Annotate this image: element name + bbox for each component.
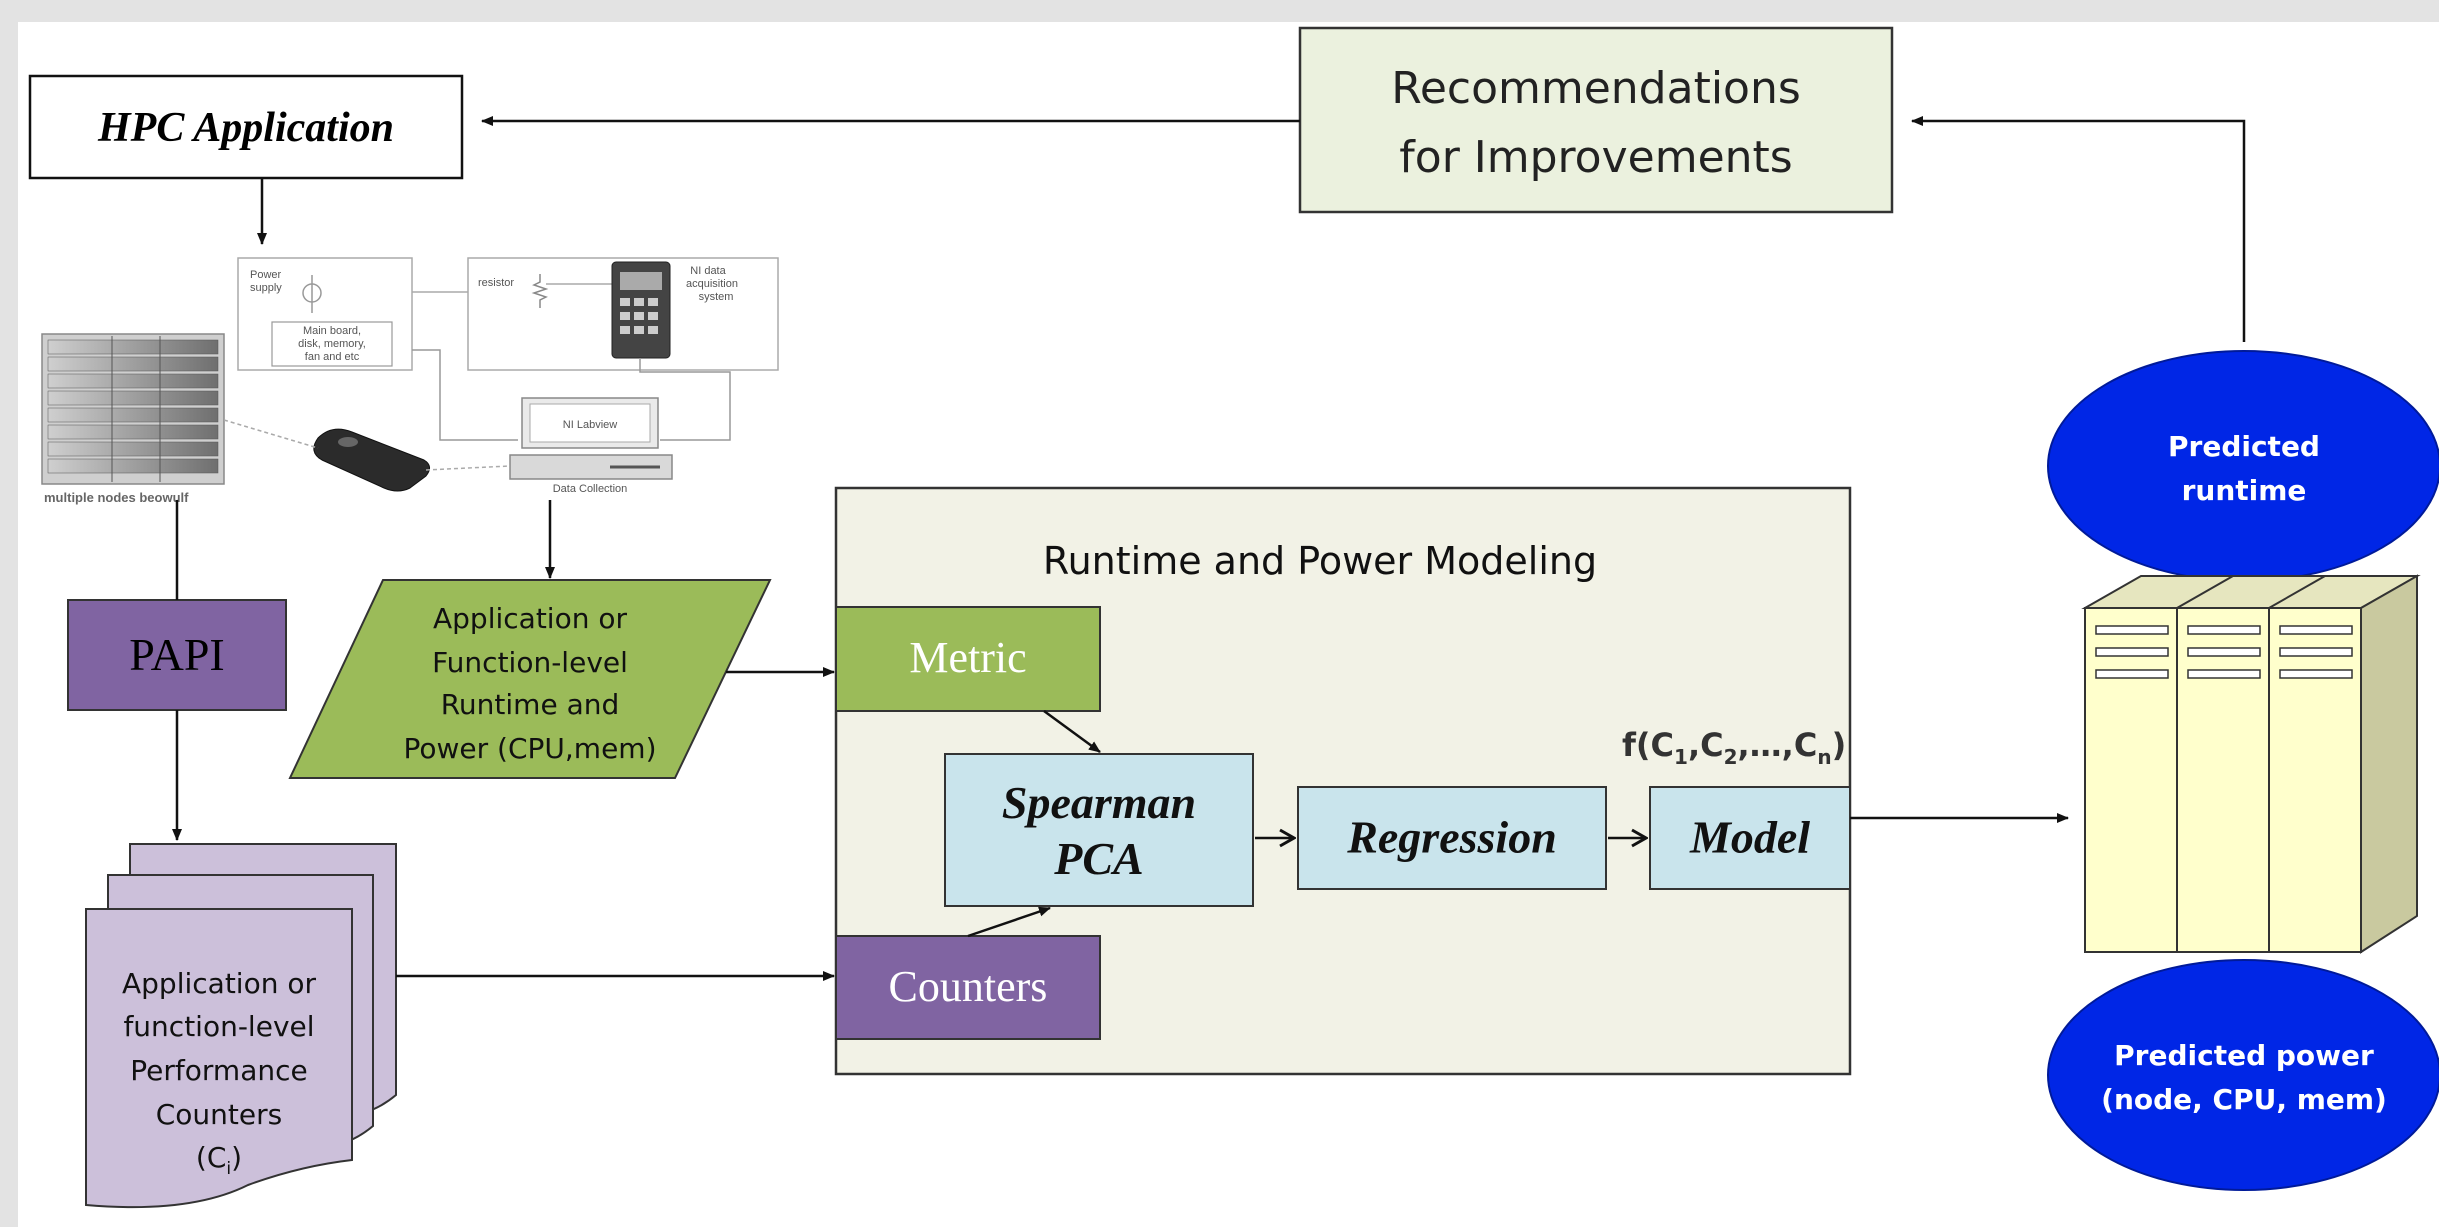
hpc-application-box: HPC Application bbox=[28, 74, 464, 180]
runtime-power-line-3: Runtime and bbox=[441, 688, 620, 721]
ni-daq-line-2: acquisition bbox=[686, 278, 738, 290]
regression-label: Regression bbox=[1346, 812, 1557, 863]
ni-labview-label: NI Labview bbox=[563, 419, 617, 431]
main-board-box bbox=[271, 321, 393, 367]
ni-daq-line-1: NI data bbox=[690, 265, 726, 277]
power-supply-line-1: Power bbox=[250, 269, 282, 281]
perf-counters-line-2: function-level bbox=[123, 1010, 314, 1043]
perf-counters-symbol: (Ci) bbox=[196, 1141, 242, 1179]
recommendations-line-2: for Improvements bbox=[1399, 132, 1792, 183]
papi-box: PAPI bbox=[67, 599, 287, 711]
predicted-power-ellipse: Predicted power (node, CPU, mem) bbox=[2047, 959, 2439, 1191]
arrow-metric-to-spearman bbox=[1043, 709, 1101, 754]
performance-counters-docs: Application or function-level Performanc… bbox=[85, 843, 397, 1209]
model-label: Model bbox=[1689, 812, 1810, 863]
counters-box: Counters bbox=[835, 935, 1101, 1040]
regression-box: Regression bbox=[1297, 786, 1607, 890]
recommendations-box: Recommendations for Improvements bbox=[1298, 26, 1894, 214]
runtime-power-data: Application or Function-level Runtime an… bbox=[288, 579, 772, 779]
connectors bbox=[172, 116, 2246, 981]
power-measurement-setup: Power supply Main board, disk, memory, f… bbox=[41, 257, 779, 505]
model-function-label: f(C1,C2,…,Cn) bbox=[1622, 726, 1846, 769]
ni-daq-line-3: system bbox=[699, 291, 734, 303]
hpc-application-label: HPC Application bbox=[97, 105, 394, 151]
perf-counters-line-4: Counters bbox=[156, 1098, 282, 1131]
spearman-label: Spearman bbox=[1002, 777, 1196, 828]
power-supply-line-2: supply bbox=[250, 282, 282, 294]
counters-label: Counters bbox=[889, 962, 1048, 1011]
predicted-runtime-ellipse: Predicted runtime bbox=[2047, 350, 2439, 582]
model-box: Model bbox=[1649, 786, 1851, 890]
main-board-line-3: fan and etc bbox=[305, 351, 360, 363]
pca-label: PCA bbox=[1053, 833, 1143, 884]
runtime-power-line-2: Function-level bbox=[432, 646, 628, 679]
runtime-power-line-1: Application or bbox=[433, 602, 627, 635]
metric-label: Metric bbox=[909, 633, 1026, 682]
arrow-runtime-to-recommend bbox=[1911, 116, 2246, 342]
runtime-power-line-4: Power (CPU,mem) bbox=[403, 732, 656, 765]
beowulf-rack-icon bbox=[41, 333, 225, 485]
modeling-title: Runtime and Power Modeling bbox=[1043, 539, 1597, 583]
recommendations-line-1: Recommendations bbox=[1391, 63, 1801, 114]
arrow-counters-to-spearman bbox=[967, 906, 1051, 938]
beowulf-caption: multiple nodes beowulf bbox=[44, 490, 189, 505]
server-cabinet-icon bbox=[2081, 574, 2421, 954]
resistor-icon bbox=[531, 274, 549, 308]
predicted-power-line-2: (node, CPU, mem) bbox=[2101, 1083, 2387, 1116]
papi-label: PAPI bbox=[129, 629, 224, 680]
data-collection-label: Data Collection bbox=[553, 483, 628, 495]
predicted-power-line-1: Predicted power bbox=[2114, 1039, 2374, 1072]
predicted-runtime-line-2: runtime bbox=[2182, 474, 2307, 507]
main-board-line-2: disk, memory, bbox=[298, 338, 366, 350]
resistor-label: resistor bbox=[478, 277, 514, 289]
predicted-runtime-line-1: Predicted bbox=[2168, 430, 2320, 463]
perf-counters-line-1: Application or bbox=[122, 967, 316, 1000]
perf-counters-line-3: Performance bbox=[130, 1054, 307, 1087]
main-board-line-1: Main board, bbox=[303, 325, 361, 337]
spearman-pca-box: Spearman PCA bbox=[944, 753, 1254, 907]
metric-box: Metric bbox=[835, 606, 1101, 712]
